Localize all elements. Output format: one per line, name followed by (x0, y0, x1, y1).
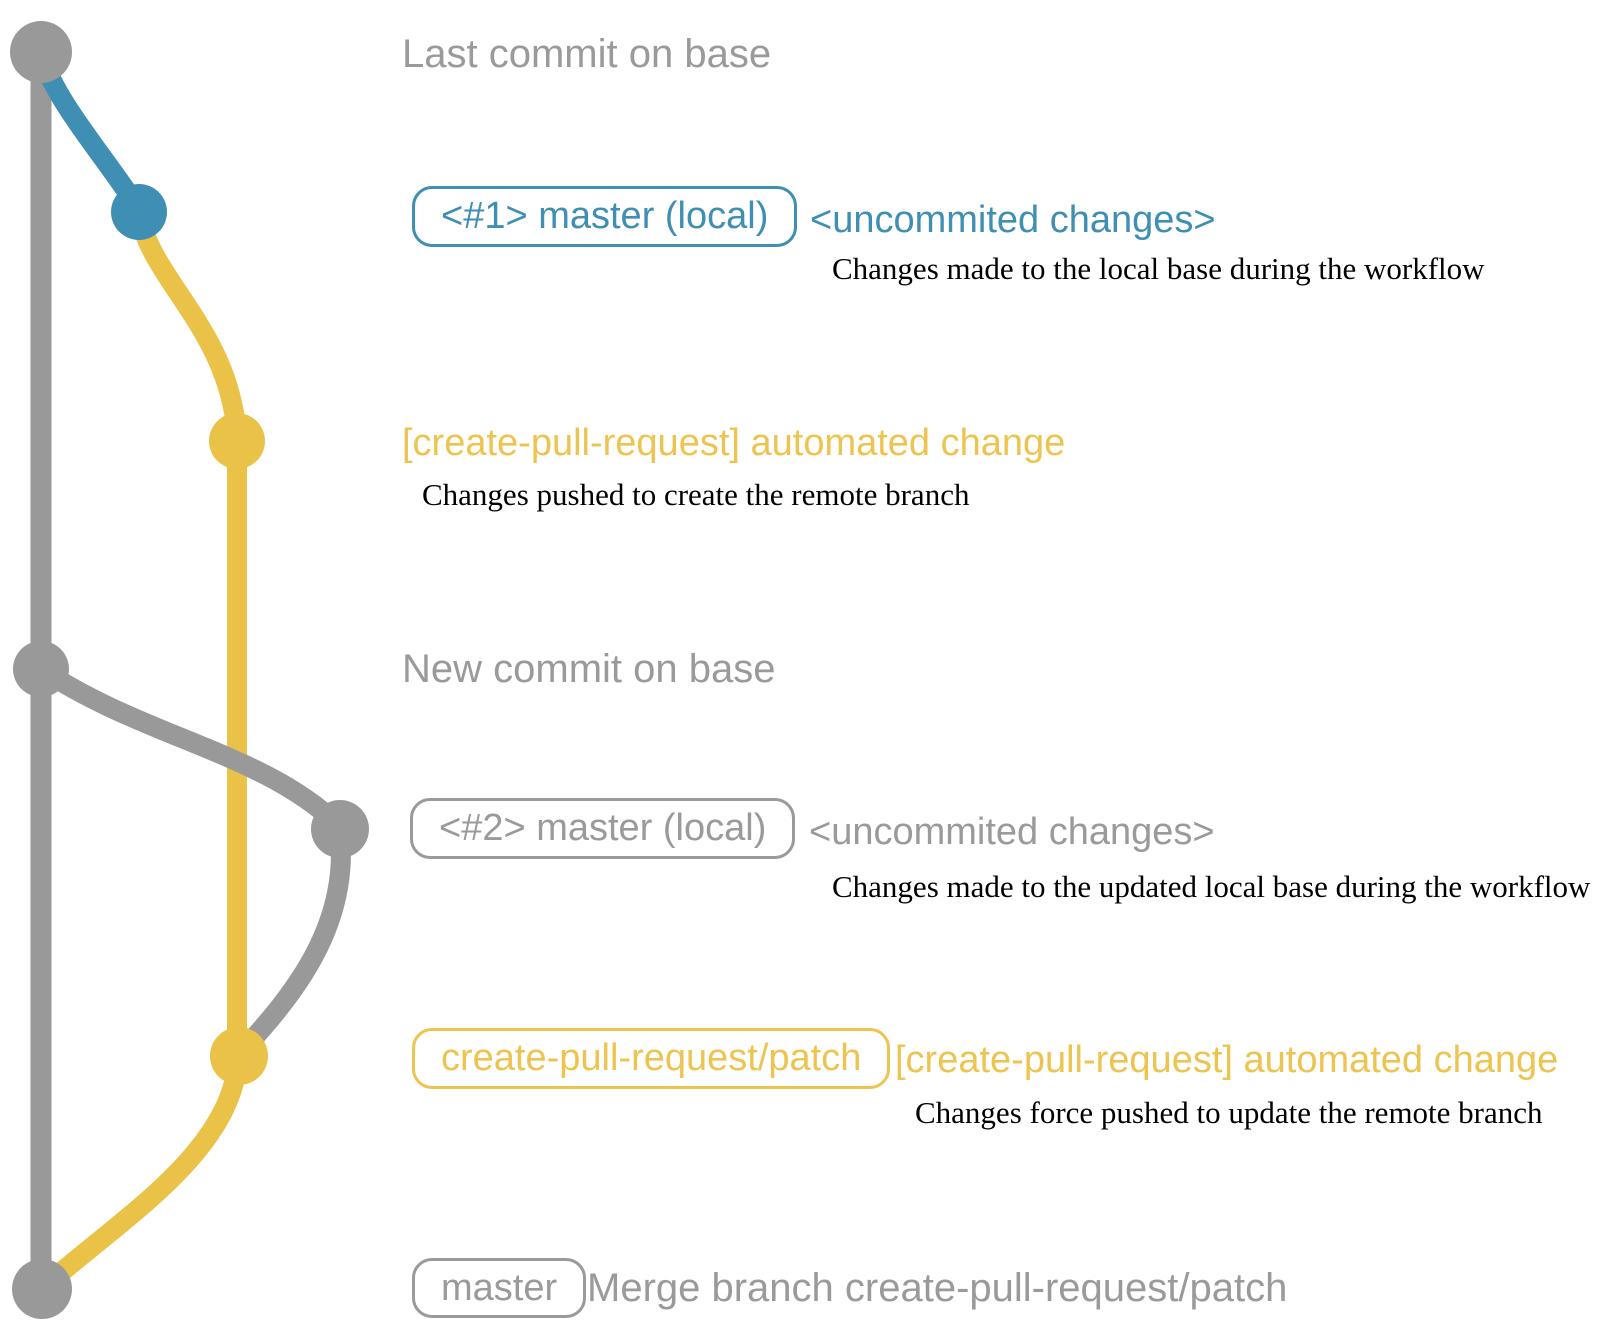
note-uncommited-changes-1: <uncommited changes> (810, 199, 1216, 241)
note-uncommited-changes-2: <uncommited changes> (809, 811, 1215, 853)
branch-label-create-pull-request-patch: create-pull-request/patch (412, 1028, 891, 1089)
detail-updated-local-base-changes: Changes made to the updated local base d… (832, 869, 1591, 904)
note-merge-branch: Merge branch create-pull-request/patch (587, 1266, 1288, 1310)
caption-last-commit-on-base: Last commit on base (402, 32, 772, 76)
detail-pushed-create-remote: Changes pushed to create the remote bran… (422, 477, 970, 512)
commit-dot-local-master-1 (111, 184, 167, 240)
branch-label-master: master (412, 1258, 587, 1318)
branch-label-master-text: master (441, 1266, 558, 1309)
commit-graph (10, 21, 369, 1319)
branch-label-master-local-1-text: <#1> master (local) (441, 195, 769, 237)
commit-dot-patch-2 (210, 1027, 268, 1085)
branch-label-create-pull-request-patch-text: create-pull-request/patch (441, 1037, 862, 1079)
commit-dot-merge (12, 1259, 72, 1319)
note-automated-change-1: [create-pull-request] automated change (402, 422, 1066, 464)
commit-dot-patch-1 (209, 413, 265, 469)
local-master-2-force-push-curve (233, 823, 351, 1060)
commit-dot-new-base (13, 641, 69, 697)
caption-new-commit-on-base: New commit on base (402, 647, 776, 691)
note-automated-change-2: [create-pull-request] automated change (895, 1039, 1559, 1081)
patch-branch-merge-curve (34, 1048, 248, 1297)
detail-force-pushed-update-remote: Changes force pushed to update the remot… (915, 1095, 1543, 1130)
commit-dot-local-master-2 (311, 800, 369, 858)
branch-label-master-local-1: <#1> master (local) (412, 186, 798, 247)
detail-local-base-changes: Changes made to the local base during th… (832, 251, 1485, 286)
branch-label-master-local-2-text: <#2> master (local) (439, 807, 767, 849)
local-master-2-branch-line (31, 659, 348, 835)
branch-label-master-local-2: <#2> master (local) (410, 798, 796, 859)
patch-branch-curve-top (129, 204, 247, 447)
commit-dot-last-base (10, 21, 72, 83)
